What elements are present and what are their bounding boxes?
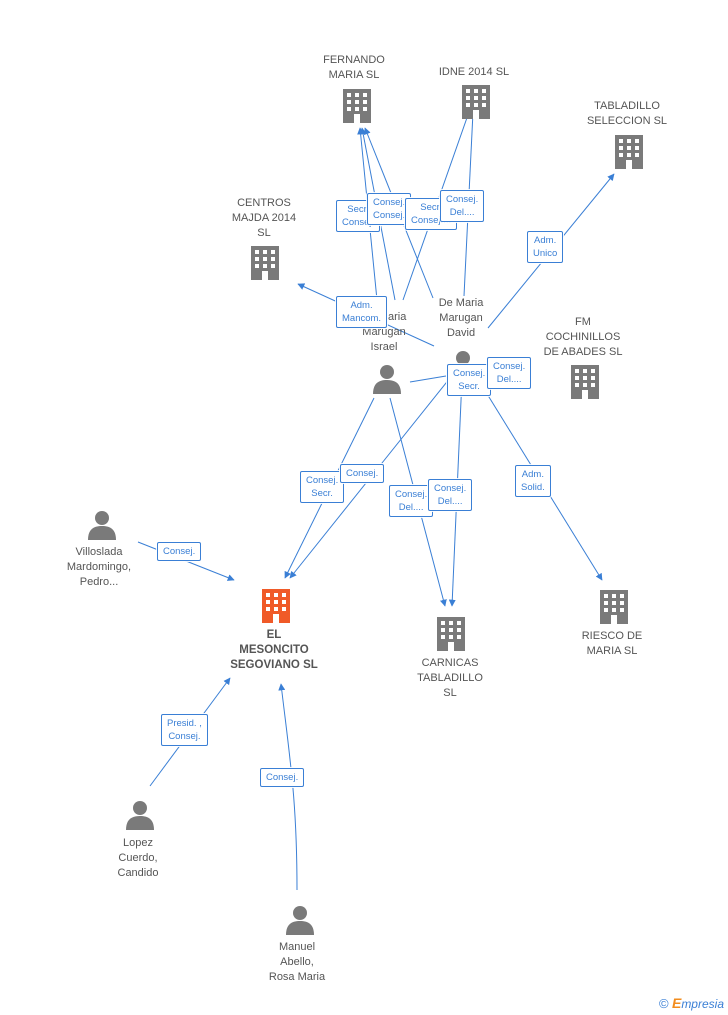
building-icon[interactable] <box>600 590 628 624</box>
building-icon[interactable] <box>462 85 490 119</box>
building-icon[interactable] <box>615 135 643 169</box>
person-icon[interactable] <box>88 511 116 540</box>
edge-label-presid-consej[interactable]: Presid. , Consej. <box>161 714 208 746</box>
edge-line <box>278 683 298 891</box>
edge-label-consej-del-carnicas-2[interactable]: Consej. Del.... <box>428 479 473 511</box>
company-label-riesco-de-maria[interactable]: RIESCO DE MARIA SL <box>581 630 643 657</box>
brand-footer: © Empresia <box>659 995 724 1011</box>
person-label-lopez[interactable]: Lopez Cuerdo, Candido <box>117 837 159 879</box>
company-label-el-mesoncito[interactable]: EL MESONCITO SEGOVIANO SL <box>230 629 318 671</box>
edge-label-consej-del-david[interactable]: Consej. Del.... <box>487 357 532 389</box>
edge-label-adm-mancom[interactable]: Adm. Mancom. <box>336 296 388 328</box>
edge-label-consej-manuel[interactable]: Consej. <box>260 768 305 787</box>
person-label-villoslada[interactable]: Villoslada Mardomingo, Pedro... <box>66 546 132 588</box>
edge-label-consej-del-idne[interactable]: Consej. Del.... <box>440 190 485 222</box>
company-label-idne-2014[interactable]: IDNE 2014 SL <box>438 66 510 78</box>
company-label-tabladillo-seleccion[interactable]: TABLADILLO SELECCION SL <box>586 100 668 127</box>
edge-label-consej-main[interactable]: Consej. <box>340 464 385 483</box>
building-icon[interactable] <box>251 246 279 280</box>
edge-label-consej-del-carnicas[interactable]: Consej. Del.... <box>389 485 434 517</box>
building-icon[interactable] <box>571 365 599 399</box>
edge-label-consej-consej[interactable]: Consej. Consej. <box>367 193 412 225</box>
company-label-carnicas-tabladillo[interactable]: CARNICAS TABLADILLO SL <box>417 657 483 699</box>
brand-initial: E <box>671 995 682 1011</box>
person-icon[interactable] <box>286 906 314 935</box>
edge-label-consej-secr-david[interactable]: Consej. Secr. <box>447 364 492 396</box>
edge-label-consej-secr-main[interactable]: Consej. Secr. <box>300 471 345 503</box>
person-label-manuel[interactable]: Manuel Abello, Rosa Maria <box>268 941 326 983</box>
copyright-icon: © <box>659 996 669 1011</box>
edge-line <box>137 541 235 581</box>
edge-label-adm-unico[interactable]: Adm. Unico <box>527 231 564 263</box>
brand-name: mpresia <box>681 997 724 1011</box>
company-label-centros-majda[interactable]: CENTROS MAJDA 2014 SL <box>231 197 297 239</box>
person-icon[interactable] <box>126 801 154 830</box>
edge-label-adm-solid[interactable]: Adm. Solid. <box>515 465 551 497</box>
person-label-david[interactable]: De Maria Marugan David <box>438 297 484 339</box>
edge-line <box>409 375 447 383</box>
edge-label-consej-villoslada[interactable]: Consej. <box>157 542 202 561</box>
person-icon[interactable] <box>373 365 401 394</box>
company-label-fernando-maria[interactable]: FERNANDO MARIA SL <box>323 54 385 81</box>
building-icon[interactable] <box>343 89 371 123</box>
building-icon[interactable] <box>437 617 465 651</box>
building-main-icon[interactable] <box>262 589 290 623</box>
company-label-fm-cochinillos[interactable]: FM COCHINILLOS DE ABADES SL <box>543 316 623 358</box>
